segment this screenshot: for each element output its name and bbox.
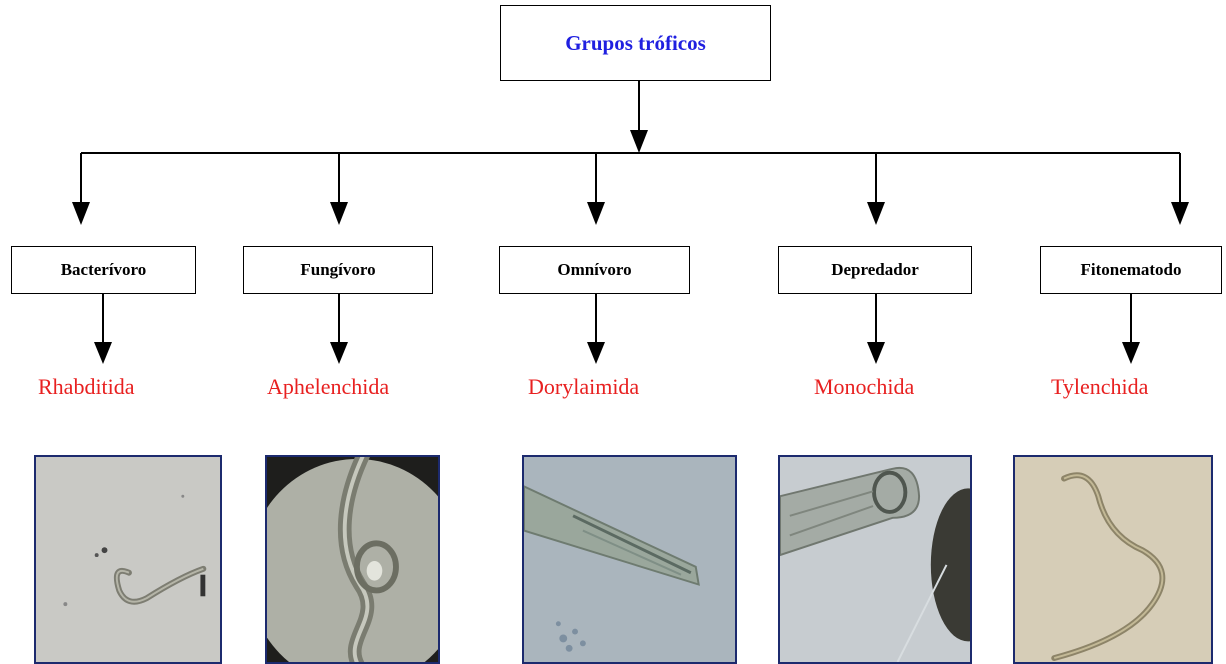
order-label-rhabditida: Rhabditida <box>38 374 135 400</box>
order-label-aphelenchida: Aphelenchida <box>267 374 389 400</box>
group-label: Omnívoro <box>557 260 631 280</box>
group-label: Fitonematodo <box>1080 260 1181 280</box>
arrowhead-order-depredador <box>867 342 885 364</box>
arrowhead-depredador <box>867 202 885 225</box>
arrowhead-order-bacterivoro <box>94 342 112 364</box>
arrowhead-fungivoro <box>330 202 348 225</box>
micrograph-aphelenchida <box>265 455 440 664</box>
group-node-omnivoro: Omnívoro <box>499 246 690 294</box>
arrowhead-order-fungivoro <box>330 342 348 364</box>
micrograph-rhabditida <box>34 455 222 664</box>
group-label: Bacterívoro <box>61 260 147 280</box>
group-label: Fungívoro <box>300 260 375 280</box>
order-label-tylenchida: Tylenchida <box>1051 374 1148 400</box>
micrograph-monochida <box>778 455 972 664</box>
micrograph-tylenchida <box>1013 455 1213 664</box>
diagram-title: Grupos tróficos <box>565 31 706 56</box>
order-label-dorylaimida: Dorylaimida <box>528 374 639 400</box>
order-label-monochida: Monochida <box>814 374 914 400</box>
arrowhead-order-fitonematodo <box>1122 342 1140 364</box>
group-node-fungivoro: Fungívoro <box>243 246 433 294</box>
micrograph-dorylaimida <box>522 455 737 664</box>
group-node-fitonematodo: Fitonematodo <box>1040 246 1222 294</box>
arrowhead-fitonematodo <box>1171 202 1189 225</box>
group-node-depredador: Depredador <box>778 246 972 294</box>
group-node-bacterivoro: Bacterívoro <box>11 246 196 294</box>
arrowhead-root <box>630 130 648 153</box>
arrowhead-bacterivoro <box>72 202 90 225</box>
arrowhead-order-omnivoro <box>587 342 605 364</box>
group-label: Depredador <box>831 260 919 280</box>
arrowhead-omnivoro <box>587 202 605 225</box>
root-node: Grupos tróficos <box>500 5 771 81</box>
